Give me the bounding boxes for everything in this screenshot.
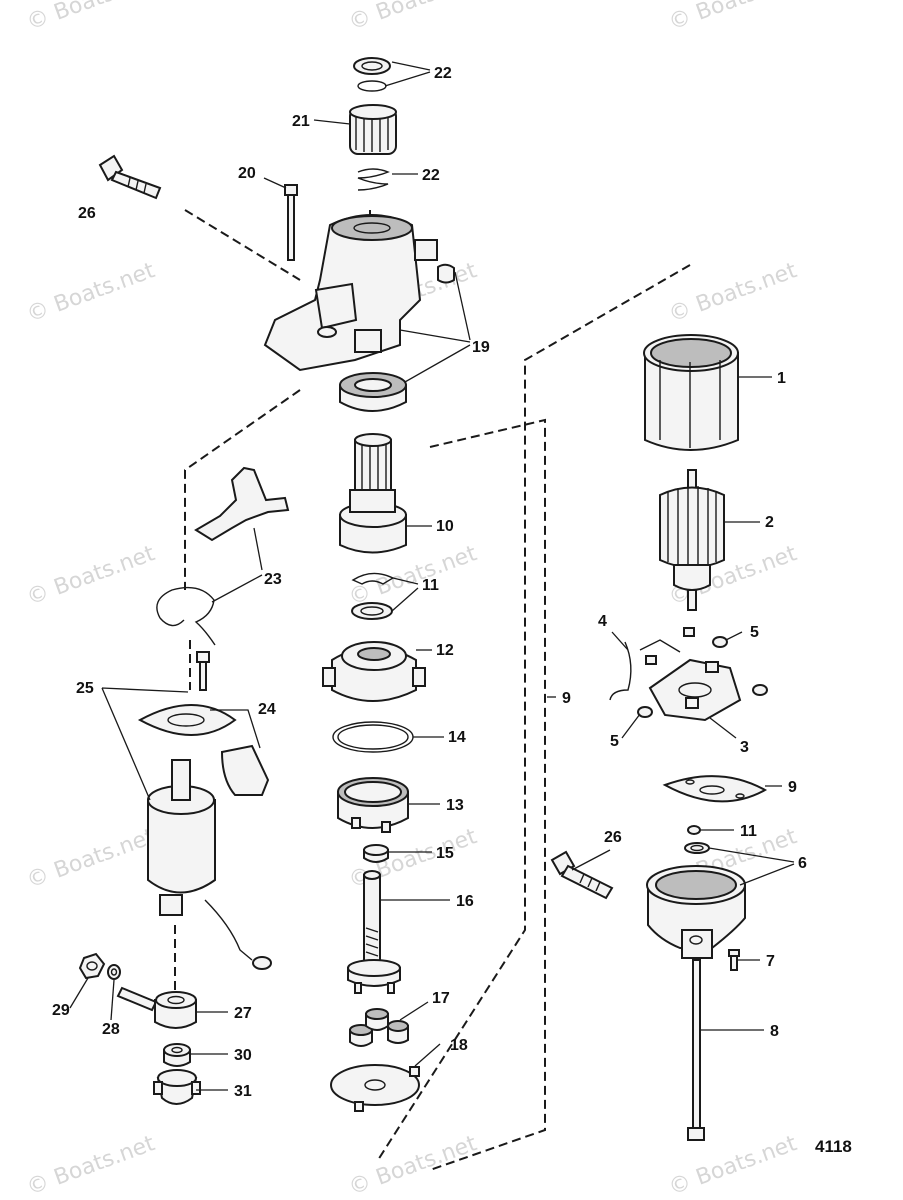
callout-23: 23 bbox=[264, 571, 282, 588]
watermark: © Boats.net bbox=[666, 1131, 801, 1200]
part-5-brush-springs bbox=[637, 636, 768, 718]
callout-6: 6 bbox=[798, 855, 807, 872]
watermark: © Boats.net bbox=[24, 0, 159, 36]
callout-5: 5 bbox=[750, 624, 759, 641]
callout-5: 5 bbox=[610, 733, 619, 750]
part-21-pinion-gear bbox=[349, 104, 397, 155]
assembly-lines bbox=[174, 209, 694, 1171]
callout-13: 13 bbox=[446, 797, 464, 814]
callout-7: 7 bbox=[766, 953, 775, 970]
callout-17: 17 bbox=[432, 990, 450, 1007]
part-6-end-frame bbox=[646, 865, 746, 959]
callout-9: 9 bbox=[788, 779, 797, 796]
part-13-ring-gear bbox=[337, 777, 409, 833]
part-4-brushes bbox=[609, 627, 695, 701]
part-28-washer bbox=[107, 964, 121, 980]
part-1-field-yoke bbox=[643, 334, 739, 451]
part-19-bearing bbox=[339, 372, 407, 412]
part-12-gear-housing bbox=[322, 641, 426, 702]
part-8-thru-bolt bbox=[687, 959, 705, 1141]
callout-18: 18 bbox=[450, 1037, 468, 1054]
watermark: © Boats.net bbox=[24, 1131, 159, 1200]
diagram-reference-number: 4118 bbox=[815, 1137, 852, 1156]
part-23-wire-spring bbox=[156, 586, 216, 646]
part-17-planet-gears bbox=[349, 1008, 409, 1047]
part-2-armature bbox=[659, 469, 725, 611]
part-10-drive-clutch bbox=[339, 433, 407, 554]
watermark: © Boats.net bbox=[24, 541, 159, 611]
callout-26: 26 bbox=[78, 205, 96, 222]
callout-10: 10 bbox=[436, 518, 454, 535]
watermark: © Boats.net bbox=[346, 1131, 481, 1200]
part-14-gasket bbox=[332, 721, 414, 753]
part-22-spring bbox=[357, 168, 390, 191]
part-29-nut bbox=[78, 952, 106, 980]
callout-1: 1 bbox=[777, 370, 786, 387]
callout-12: 12 bbox=[436, 642, 454, 659]
watermark: © Boats.net bbox=[24, 824, 159, 894]
part-31-terminal-boot bbox=[153, 1069, 201, 1105]
callout-30: 30 bbox=[234, 1047, 252, 1064]
part-30-nut bbox=[163, 1043, 191, 1067]
part-24-plunger bbox=[220, 744, 270, 796]
callout-31: 31 bbox=[234, 1083, 252, 1100]
callout-14: 14 bbox=[448, 729, 466, 746]
callout-11: 11 bbox=[740, 823, 757, 840]
watermark: © Boats.net bbox=[24, 258, 159, 328]
callout-labels: 22 21 22 20 26 19 1 10 2 23 11 12 4 5 25… bbox=[52, 65, 807, 1100]
callout-20: 20 bbox=[238, 165, 256, 182]
watermark: © Boats.net bbox=[666, 0, 801, 36]
part-22-seal bbox=[353, 57, 391, 92]
part-26-bolt-upper bbox=[98, 154, 162, 200]
part-26-bolt-lower bbox=[550, 850, 614, 900]
callout-9: 9 bbox=[562, 690, 571, 707]
callout-28: 28 bbox=[102, 1021, 120, 1038]
leader-lines bbox=[69, 61, 795, 1091]
callout-15: 15 bbox=[436, 845, 454, 862]
callout-21: 21 bbox=[292, 113, 310, 130]
callout-26: 26 bbox=[604, 829, 622, 846]
part-23-shift-lever bbox=[194, 466, 290, 542]
part-16-planetary-shaft bbox=[347, 870, 401, 994]
callout-25: 25 bbox=[76, 680, 94, 697]
callout-22: 22 bbox=[422, 167, 440, 184]
part-27-terminal-bolt bbox=[116, 986, 197, 1029]
callout-11: 11 bbox=[422, 577, 439, 594]
part-15-bushing bbox=[363, 844, 389, 863]
part-9-insulator-plate bbox=[662, 775, 768, 803]
part-7-screw bbox=[728, 949, 740, 971]
callout-4: 4 bbox=[598, 613, 607, 630]
part-19-drive-housing bbox=[263, 214, 455, 372]
callout-19: 19 bbox=[472, 339, 490, 356]
callout-2: 2 bbox=[765, 514, 774, 531]
part-18-plate bbox=[330, 1064, 420, 1112]
part-20-screw bbox=[284, 184, 298, 261]
callout-22: 22 bbox=[434, 65, 452, 82]
part-11-washer-right bbox=[687, 825, 701, 835]
part-6-rings bbox=[684, 842, 710, 854]
callout-29: 29 bbox=[52, 1002, 70, 1019]
callout-16: 16 bbox=[456, 893, 474, 910]
callout-3: 3 bbox=[740, 739, 749, 756]
part-25-solenoid bbox=[137, 651, 272, 970]
watermark: © Boats.net bbox=[346, 0, 481, 36]
callout-8: 8 bbox=[770, 1023, 779, 1040]
callout-27: 27 bbox=[234, 1005, 252, 1022]
part-3-brush-holder bbox=[648, 658, 742, 722]
callout-24: 24 bbox=[258, 701, 276, 718]
